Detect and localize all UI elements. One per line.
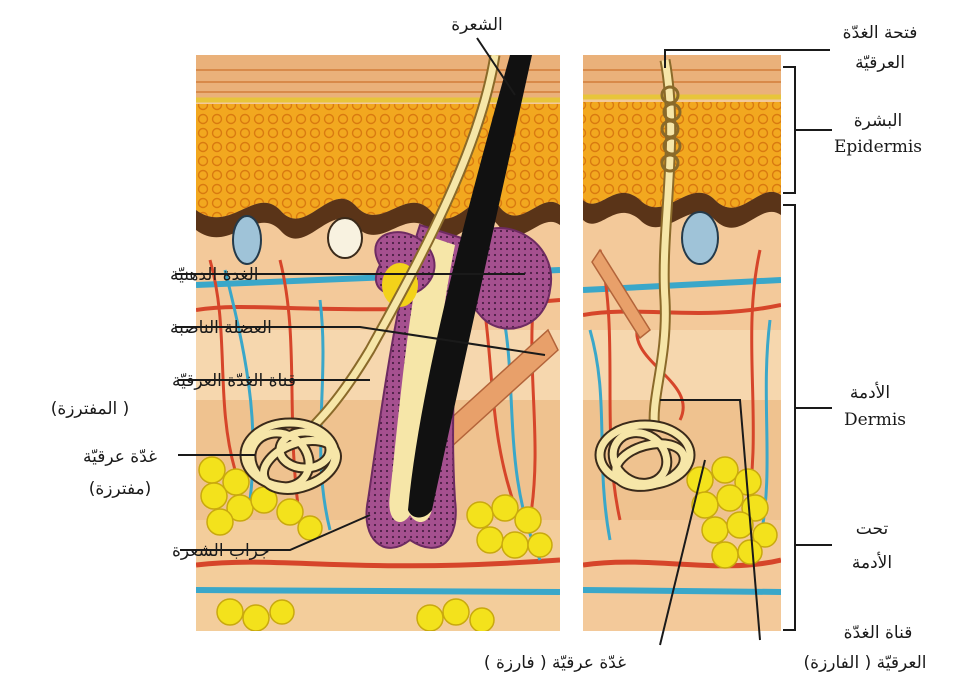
label-hypodermis-line2: الأدمة [852, 552, 892, 573]
label-hypodermis-line1: تحت [856, 519, 889, 539]
label-epidermis-en: Epidermis [834, 137, 922, 157]
label-hair: الشعرة [451, 15, 503, 35]
label-dermis-en: Dermis [844, 410, 906, 430]
label-hair-follicle: جراب الشعرة [172, 541, 270, 561]
label-sebaceous-gland: الغدة الدهنيّة [170, 265, 259, 285]
label-arrector-muscle: العضلة الناصبة [170, 318, 272, 338]
label-apocrine-gland-line1: غدّة عرقيّة [83, 447, 157, 467]
label-eccrine-gland: غدّة عرقيّة ( فارزة ) [484, 653, 626, 673]
label-apocrine-duct-line2: ( المفترزة) [51, 399, 130, 419]
label-sweat-pore-line2: العرقيّة [855, 53, 905, 73]
label-apocrine-duct-line1: قناة الغدّة العرقيّة [172, 371, 296, 391]
label-eccrine-duct-line1: قناة الغدّة [844, 623, 913, 643]
label-dermis-ar: الأدمة [850, 382, 890, 403]
label-epidermis-ar: البشرة [854, 111, 903, 131]
label-sweat-pore-line1: فتحة الغدّة [843, 23, 918, 43]
label-eccrine-duct-line2: العرقيّة ( الفارزة) [804, 653, 927, 673]
label-apocrine-gland-line2: (مفترزة) [89, 479, 152, 499]
